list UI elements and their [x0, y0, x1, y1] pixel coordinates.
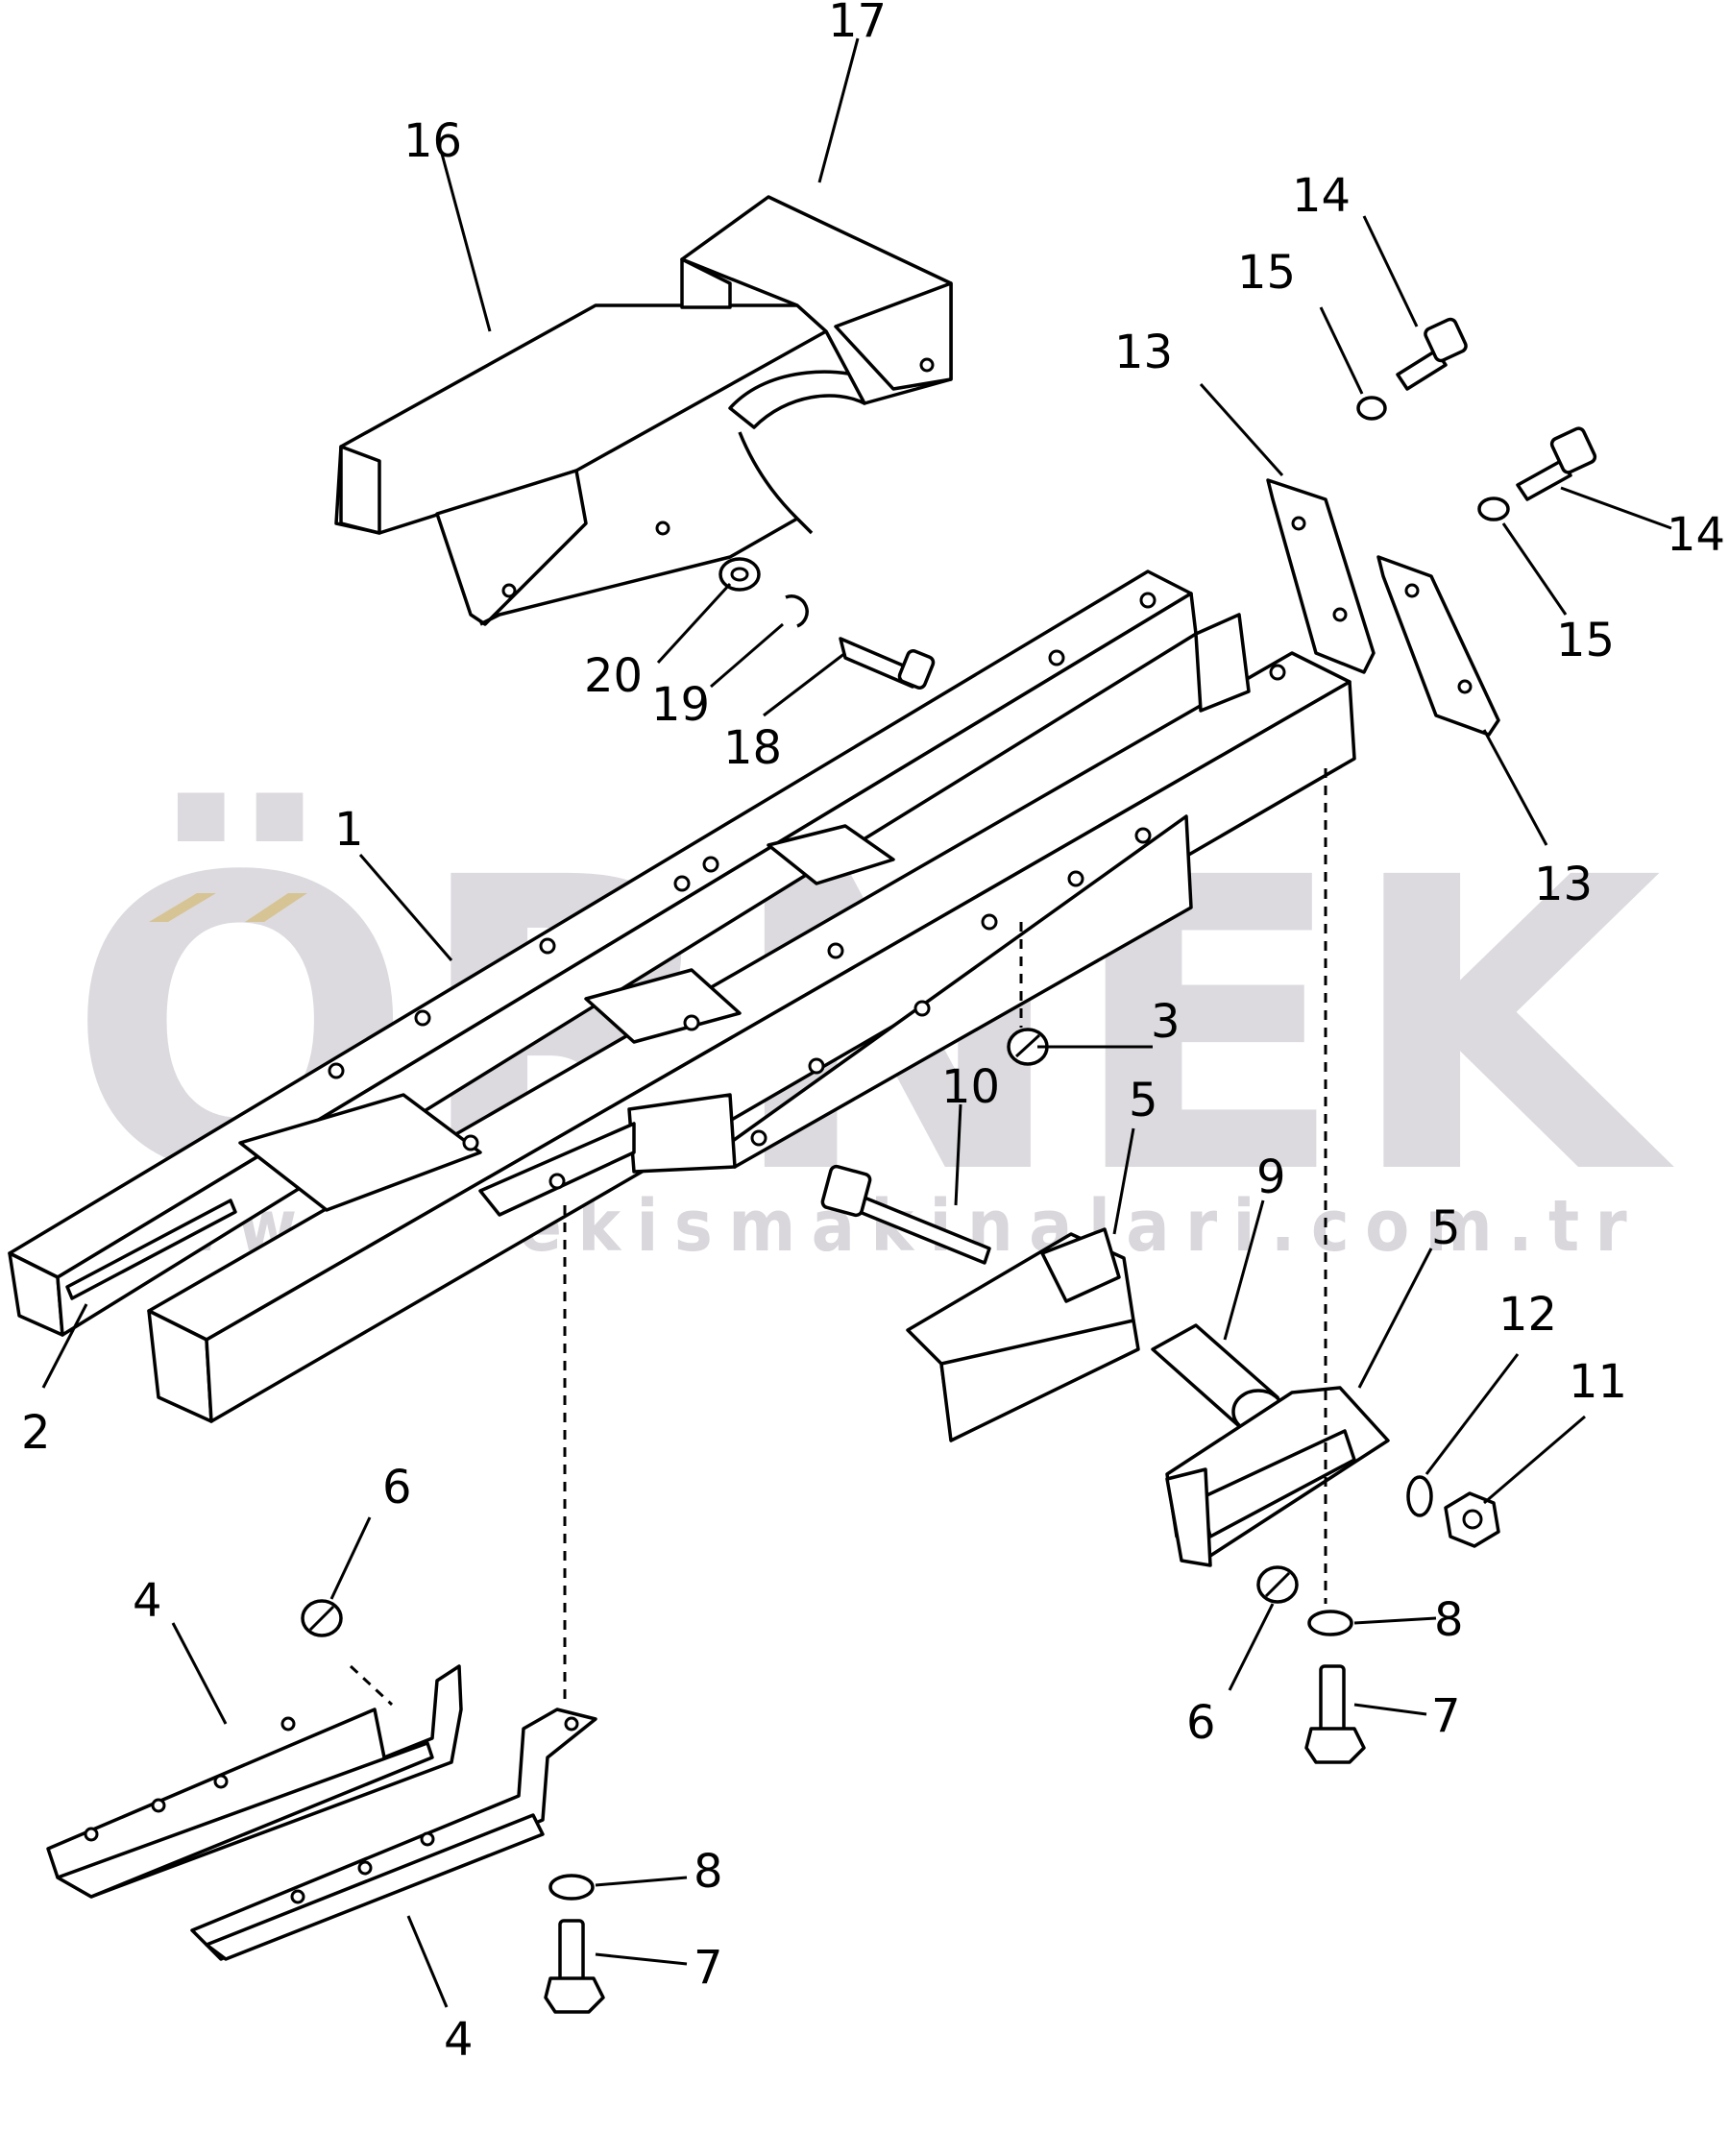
shoe-part-4-upper: [46, 1664, 463, 1899]
callout-11: 11: [1569, 1355, 1627, 1409]
callout-6-right: 6: [1186, 1696, 1216, 1750]
callout-5-left: 5: [1129, 1074, 1158, 1127]
watermark-accent-left: [149, 893, 216, 922]
callout-12: 12: [1498, 1288, 1557, 1342]
bolt-part-7-left: [544, 1919, 605, 2014]
bolt-part-7-right: [1304, 1664, 1366, 1764]
callout-1: 1: [334, 803, 364, 857]
callout-2: 2: [21, 1406, 51, 1460]
washer-20: [718, 557, 761, 592]
leader-lines: [41, 37, 1672, 2008]
callout-19: 19: [651, 678, 710, 732]
lock-washer-19: [785, 594, 809, 628]
callout-8-left: 8: [694, 1845, 723, 1899]
callout-6-left: 6: [382, 1461, 412, 1514]
shoe-part-4-lower: [190, 1708, 597, 1961]
callout-15-upper: 15: [1237, 246, 1296, 300]
washer-part-8-left: [548, 1874, 595, 1901]
main-frame-part-1: [8, 569, 1356, 1423]
callout-17: 17: [828, 0, 887, 48]
support-part-5-left: [906, 1227, 1140, 1442]
bracket-13-lower: [1376, 555, 1500, 737]
callout-15-lower: 15: [1556, 614, 1615, 667]
support-part-5-right: [1165, 1386, 1390, 1567]
washer-part-12: [1406, 1475, 1433, 1517]
cover-part-16-17: [334, 195, 953, 626]
callout-8-right: 8: [1434, 1593, 1464, 1647]
nut-part-11: [1444, 1491, 1500, 1548]
callout-13-lower: 13: [1534, 858, 1593, 911]
callout-3: 3: [1151, 995, 1181, 1049]
bracket-13-upper: [1266, 478, 1376, 674]
callout-20: 20: [584, 649, 643, 703]
bolt-part-10: [820, 1164, 991, 1265]
callout-4-lower: 4: [444, 2013, 474, 2067]
callout-14-lower: 14: [1667, 508, 1725, 562]
plug-part-6-left: [301, 1599, 343, 1637]
washer-part-8-right: [1307, 1610, 1353, 1636]
bolt-14-lower: [1516, 426, 1597, 501]
assembly-axes: [563, 768, 1327, 1705]
callouts: 17 16 14 15 13 14 15 13 20 19 18 1 2 3 1…: [21, 0, 1725, 2067]
callout-4-upper: 4: [133, 1574, 162, 1628]
callout-16: 16: [403, 114, 462, 168]
callout-10: 10: [941, 1060, 1000, 1114]
bolt-18: [839, 637, 936, 690]
watermark-accent-right: [245, 893, 307, 922]
bolt-14-upper: [1396, 317, 1468, 391]
callout-5-right: 5: [1431, 1201, 1461, 1255]
guide-strip-part-2: [65, 1199, 237, 1300]
plug-part-6-right: [1256, 1565, 1299, 1604]
callout-13-upper: 13: [1114, 326, 1173, 379]
callout-7-right: 7: [1431, 1689, 1461, 1743]
washer-15-upper: [1356, 396, 1387, 421]
callout-18: 18: [723, 721, 782, 775]
washer-15-lower: [1477, 497, 1510, 521]
callout-9: 9: [1256, 1151, 1286, 1204]
callout-7-left: 7: [694, 1941, 723, 1995]
callout-14-upper: 14: [1292, 169, 1351, 223]
